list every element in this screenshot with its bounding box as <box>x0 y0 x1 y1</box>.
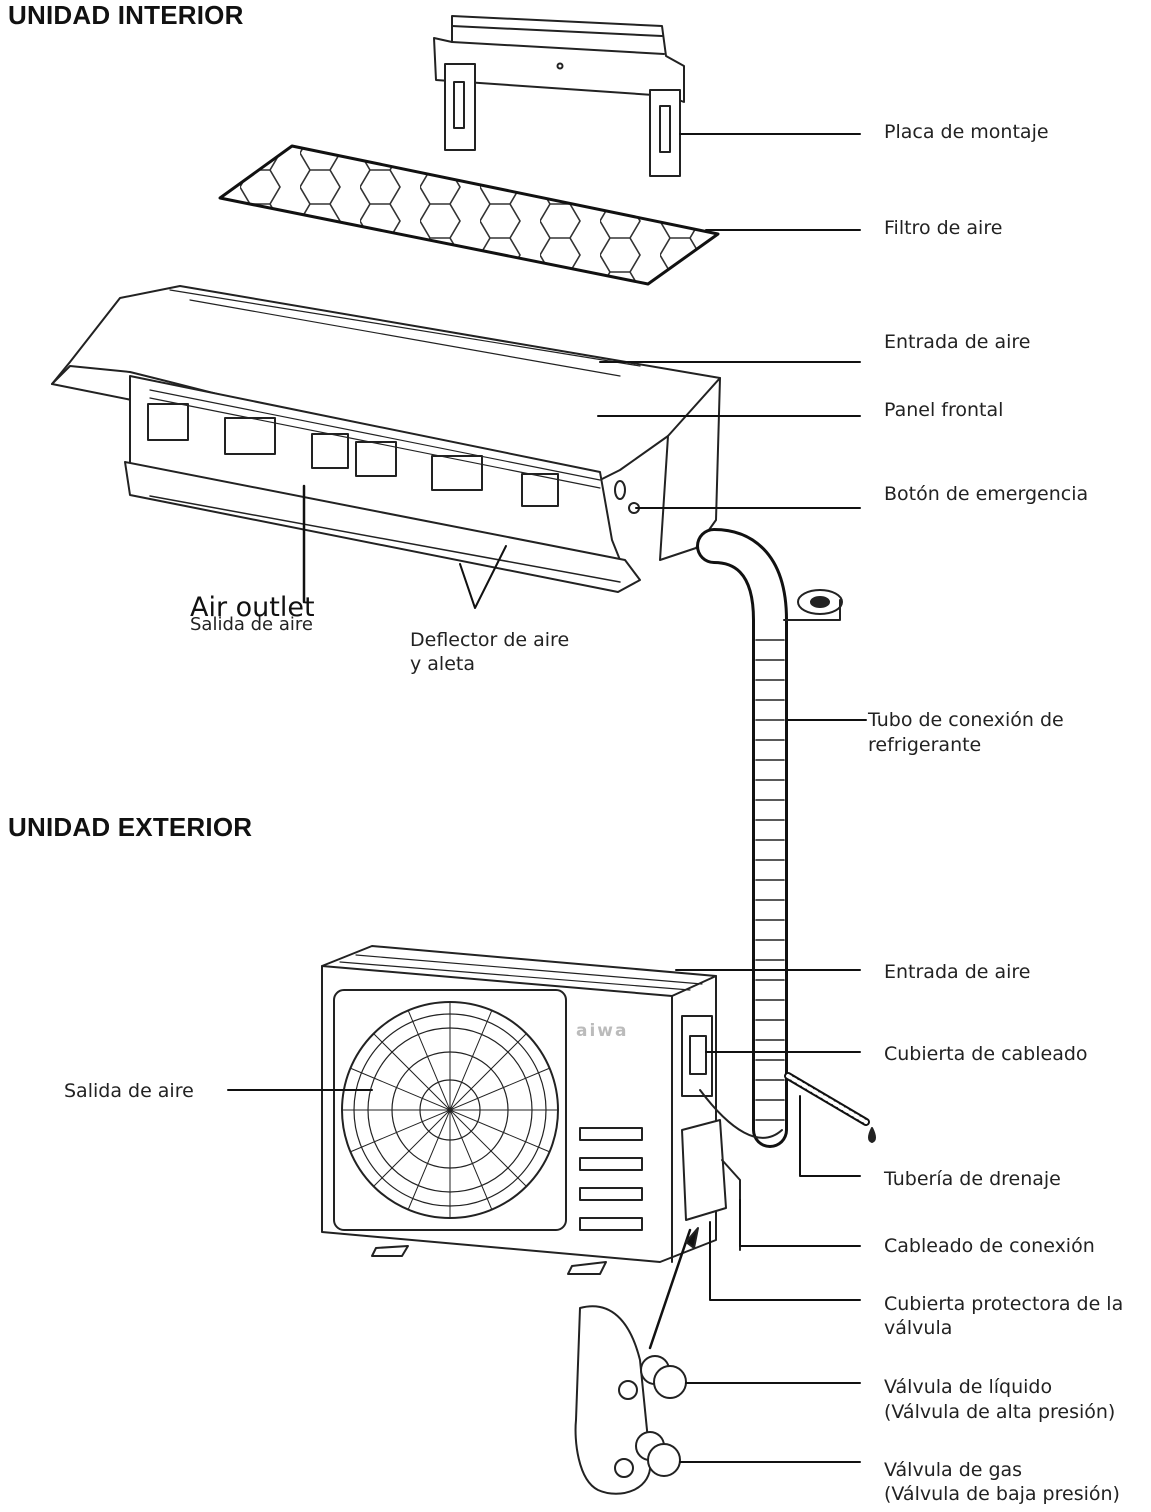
label-indoor-air-outlet: Salida de aire <box>190 614 313 635</box>
label-wiring-cover: Cubierta de cableado <box>884 1043 1088 1065</box>
label-pipe-line2: refrigerante <box>868 734 982 756</box>
mounting-plate-illustration <box>433 15 861 177</box>
refrigerant-pipe-illustration <box>696 528 867 1148</box>
label-valve-cover-line1: Cubierta protectora de la <box>884 1293 1124 1315</box>
indoor-unit-title: UNIDAD INTERIOR <box>8 0 244 30</box>
label-deflector-line2: y aleta <box>410 653 475 675</box>
outdoor-unit-illustration: aiwa <box>227 945 876 1495</box>
label-front-panel: Panel frontal <box>884 399 1004 421</box>
label-valve-cover-line2: válvula <box>884 1317 953 1339</box>
label-gas-valve-line1: Válvula de gas <box>884 1459 1023 1481</box>
label-gas-valve-line2: (Válvula de baja presión) <box>884 1483 1120 1505</box>
label-drain-pipe: Tubería de drenaje <box>884 1168 1061 1190</box>
label-emergency-button: Botón de emergencia <box>884 483 1089 505</box>
label-mounting-plate: Placa de montaje <box>884 121 1049 143</box>
label-liquid-valve-line1: Válvula de líquido <box>884 1376 1053 1398</box>
label-liquid-valve-line2: (Válvula de alta presión) <box>884 1401 1116 1423</box>
label-connection-wiring: Cableado de conexión <box>884 1235 1095 1257</box>
label-air-outlet-en: Air outlet <box>190 592 315 623</box>
label-indoor-air-inlet: Entrada de aire <box>884 331 1031 353</box>
label-outdoor-air-inlet: Entrada de aire <box>884 961 1031 983</box>
brand-logo: aiwa <box>576 1021 628 1041</box>
label-outdoor-air-outlet: Salida de aire <box>64 1080 194 1102</box>
label-air-filter: Filtro de aire <box>884 217 1003 239</box>
air-filter-illustration <box>218 144 861 286</box>
label-deflector-line1: Deflector de aire <box>410 629 570 651</box>
outdoor-unit-title: UNIDAD EXTERIOR <box>8 812 253 842</box>
label-pipe-line1: Tubo de conexión de <box>868 709 1064 731</box>
indoor-unit-illustration <box>51 285 861 609</box>
